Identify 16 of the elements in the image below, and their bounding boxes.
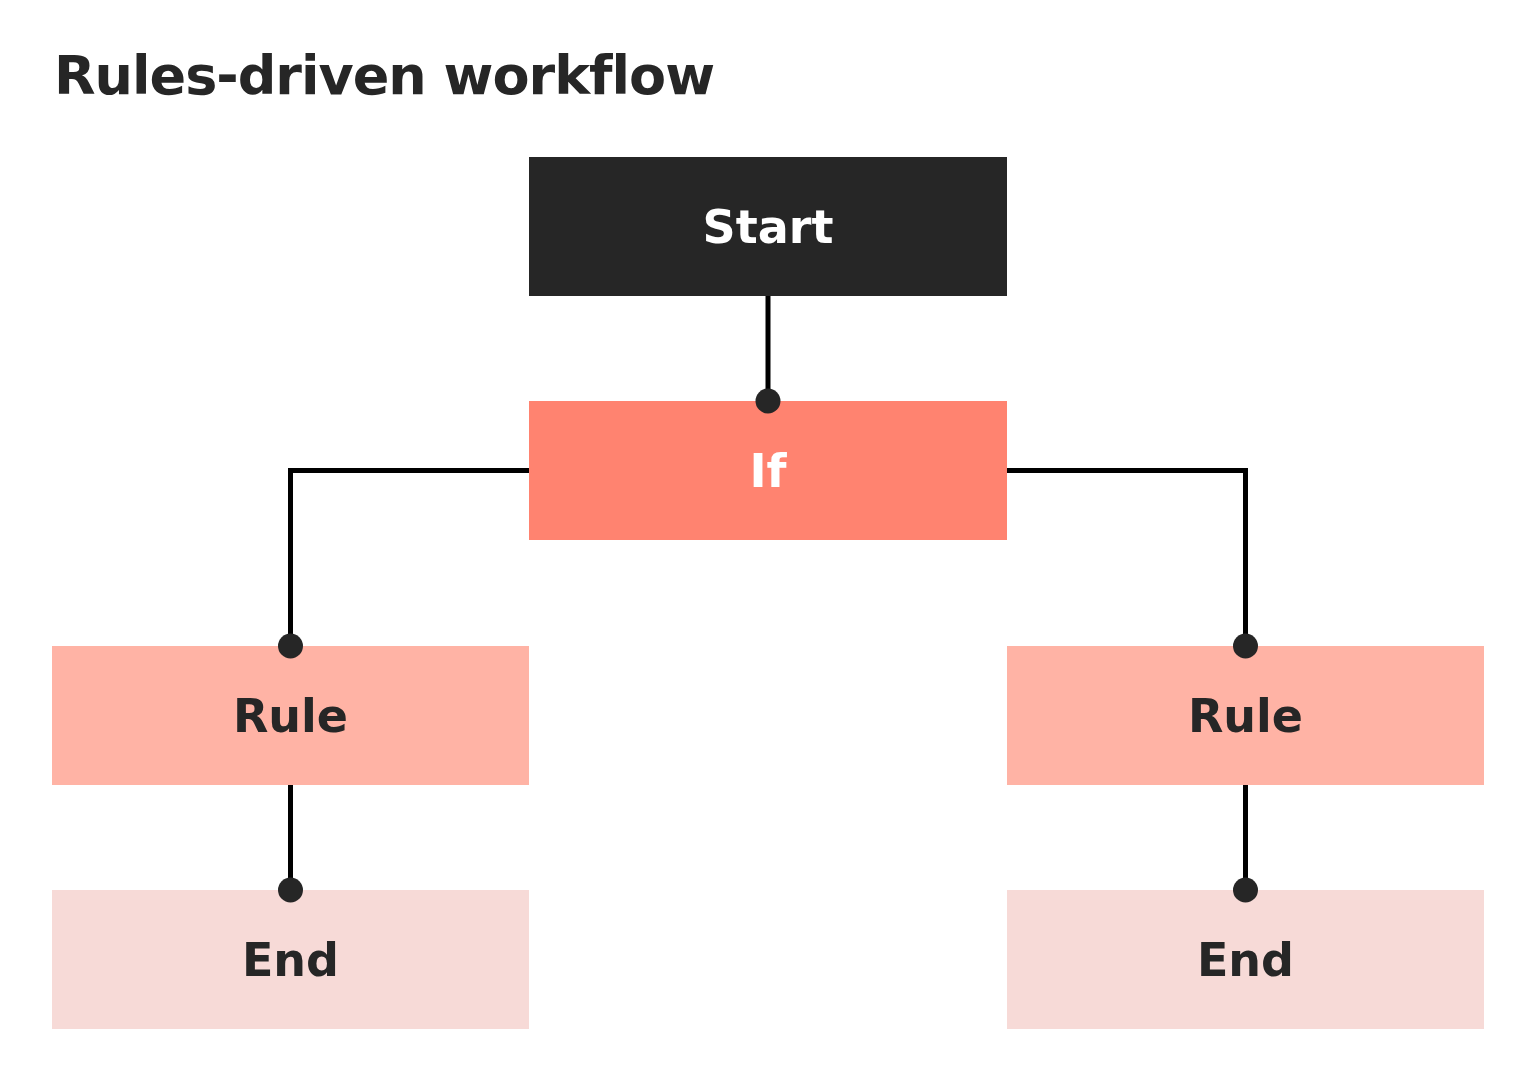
end-box [1007,890,1484,1029]
node-label: Rule [1187,688,1304,743]
node-label: If [749,443,787,498]
connector-line [755,296,781,414]
node-label: End [241,932,340,987]
node-label: Rule [232,688,349,743]
end-box [52,890,529,1029]
node-label: End [1196,932,1295,987]
connector-line [278,785,303,903]
node-label: Start [702,199,834,254]
connector-line [1233,785,1258,903]
diagram-title: Rules-driven workflow [54,44,715,107]
condition-box [529,401,1007,540]
start-box [529,157,1007,296]
connector-line [278,468,529,659]
connector-line [1007,468,1258,659]
